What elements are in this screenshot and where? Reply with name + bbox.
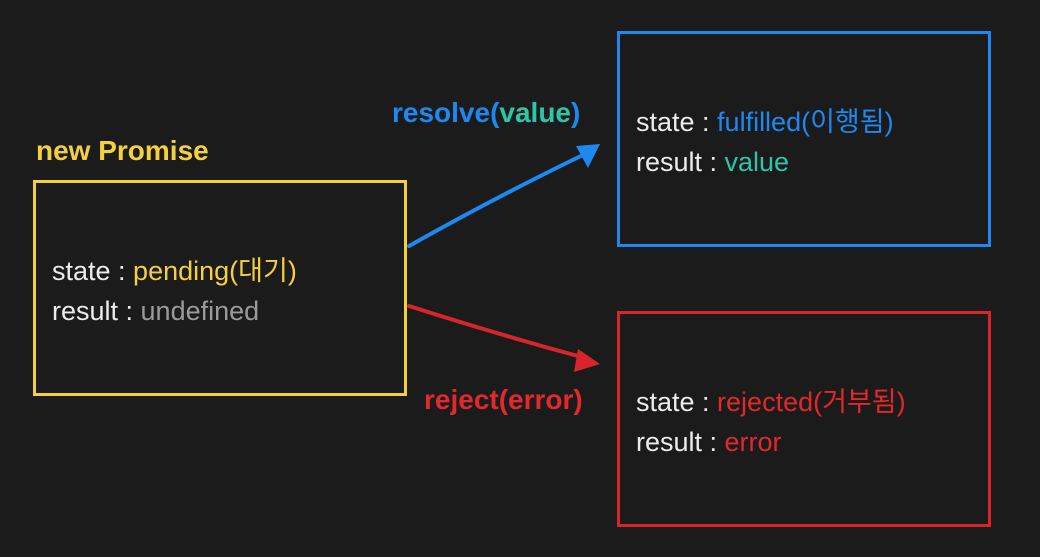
pending-promise-box: [33, 180, 407, 396]
resolve-close: ): [571, 97, 581, 128]
rejected-result-key: result :: [636, 427, 725, 457]
pending-result-line: result : undefined: [52, 291, 297, 331]
fulfilled-result-value: value: [724, 147, 790, 177]
rejected-state-value: rejected(거부됨): [717, 387, 906, 417]
fulfilled-result-key: result :: [636, 147, 725, 177]
fulfilled-state-line: state : fulfilled(이행됨): [636, 102, 894, 142]
resolve-value-label: resolve(value): [392, 99, 580, 127]
pending-state-key: state :: [52, 256, 134, 286]
pending-result-value: undefined: [140, 296, 260, 326]
pending-result-key: result :: [52, 296, 141, 326]
rejected-result-line: result : error: [636, 422, 906, 462]
pending-state-value: pending(대기): [133, 256, 297, 286]
fulfilled-promise-box: [617, 31, 991, 247]
rejected-box-content: state : rejected(거부됨) result : error: [636, 382, 906, 462]
resolve-arrow: [407, 144, 600, 248]
resolve-fn: resolve(: [392, 97, 500, 128]
resolve-arg: value: [499, 97, 572, 128]
rejected-result-value: error: [724, 427, 782, 457]
fulfilled-result-line: result : value: [636, 142, 894, 182]
pending-box-content: state : pending(대기) result : undefined: [52, 251, 297, 331]
rejected-state-key: state :: [636, 387, 718, 417]
rejected-state-line: state : rejected(거부됨): [636, 382, 906, 422]
fulfilled-state-key: state :: [636, 107, 718, 137]
fulfilled-state-value: fulfilled(이행됨): [717, 107, 894, 137]
rejected-promise-box: [617, 311, 991, 527]
fulfilled-box-content: state : fulfilled(이행됨) result : value: [636, 102, 894, 182]
pending-state-line: state : pending(대기): [52, 251, 297, 291]
new-promise-title: new Promise: [36, 135, 209, 166]
reject-arrow: [407, 304, 600, 372]
reject-error-label: reject(error): [424, 384, 583, 415]
